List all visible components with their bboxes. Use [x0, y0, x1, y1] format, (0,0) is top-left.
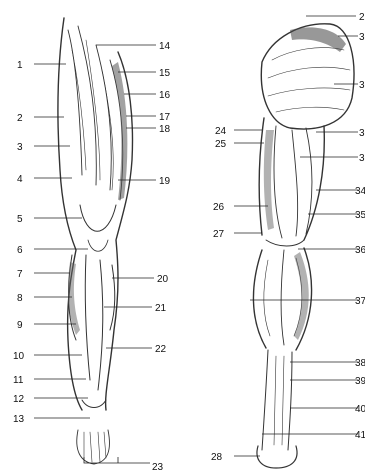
label-2: 2 [17, 113, 23, 124]
label-26: 26 [213, 202, 225, 213]
label-8: 8 [17, 293, 23, 304]
label-19: 19 [159, 176, 171, 187]
label-28: 28 [211, 452, 223, 463]
label-31: 3 [359, 80, 365, 91]
label-23: 23 [152, 462, 164, 472]
label-27: 27 [213, 229, 225, 240]
label-5: 5 [17, 214, 23, 225]
label-6: 6 [17, 245, 23, 256]
leader-lines [34, 16, 358, 463]
label-40: 40 [355, 404, 365, 415]
label-1: 1 [17, 60, 23, 71]
label-20: 20 [157, 274, 169, 285]
label-33: 3 [359, 153, 365, 164]
label-18: 18 [159, 124, 171, 135]
anterior-leg-drawing [58, 18, 133, 464]
label-13: 13 [13, 414, 25, 425]
label-7: 7 [17, 269, 23, 280]
label-24: 24 [215, 126, 227, 137]
label-38: 38 [355, 358, 365, 369]
label-15: 15 [159, 68, 171, 79]
label-39: 39 [355, 376, 365, 387]
label-37: 37 [355, 296, 365, 307]
label-17: 17 [159, 112, 171, 123]
label-10: 10 [13, 351, 25, 362]
label-29: 2 [359, 12, 365, 23]
label-14: 14 [159, 41, 171, 52]
label-34: 34 [355, 186, 365, 197]
label-4: 4 [17, 174, 23, 185]
label-22: 22 [155, 344, 167, 355]
label-3: 3 [17, 142, 23, 153]
label-16: 16 [159, 90, 171, 101]
label-36: 36 [355, 245, 365, 256]
label-11: 11 [13, 375, 24, 386]
label-21: 21 [155, 303, 167, 314]
label-25: 25 [215, 139, 227, 150]
label-9: 9 [17, 320, 23, 331]
label-30: 3 [359, 32, 365, 43]
posterior-leg-drawing [253, 24, 354, 468]
label-35: 35 [355, 210, 365, 221]
label-32: 3 [359, 128, 365, 139]
label-41: 41 [355, 430, 365, 441]
number-labels: 1 2 3 4 5 6 7 8 9 10 11 12 13 14 15 16 1… [13, 12, 365, 472]
label-12: 12 [13, 394, 25, 405]
